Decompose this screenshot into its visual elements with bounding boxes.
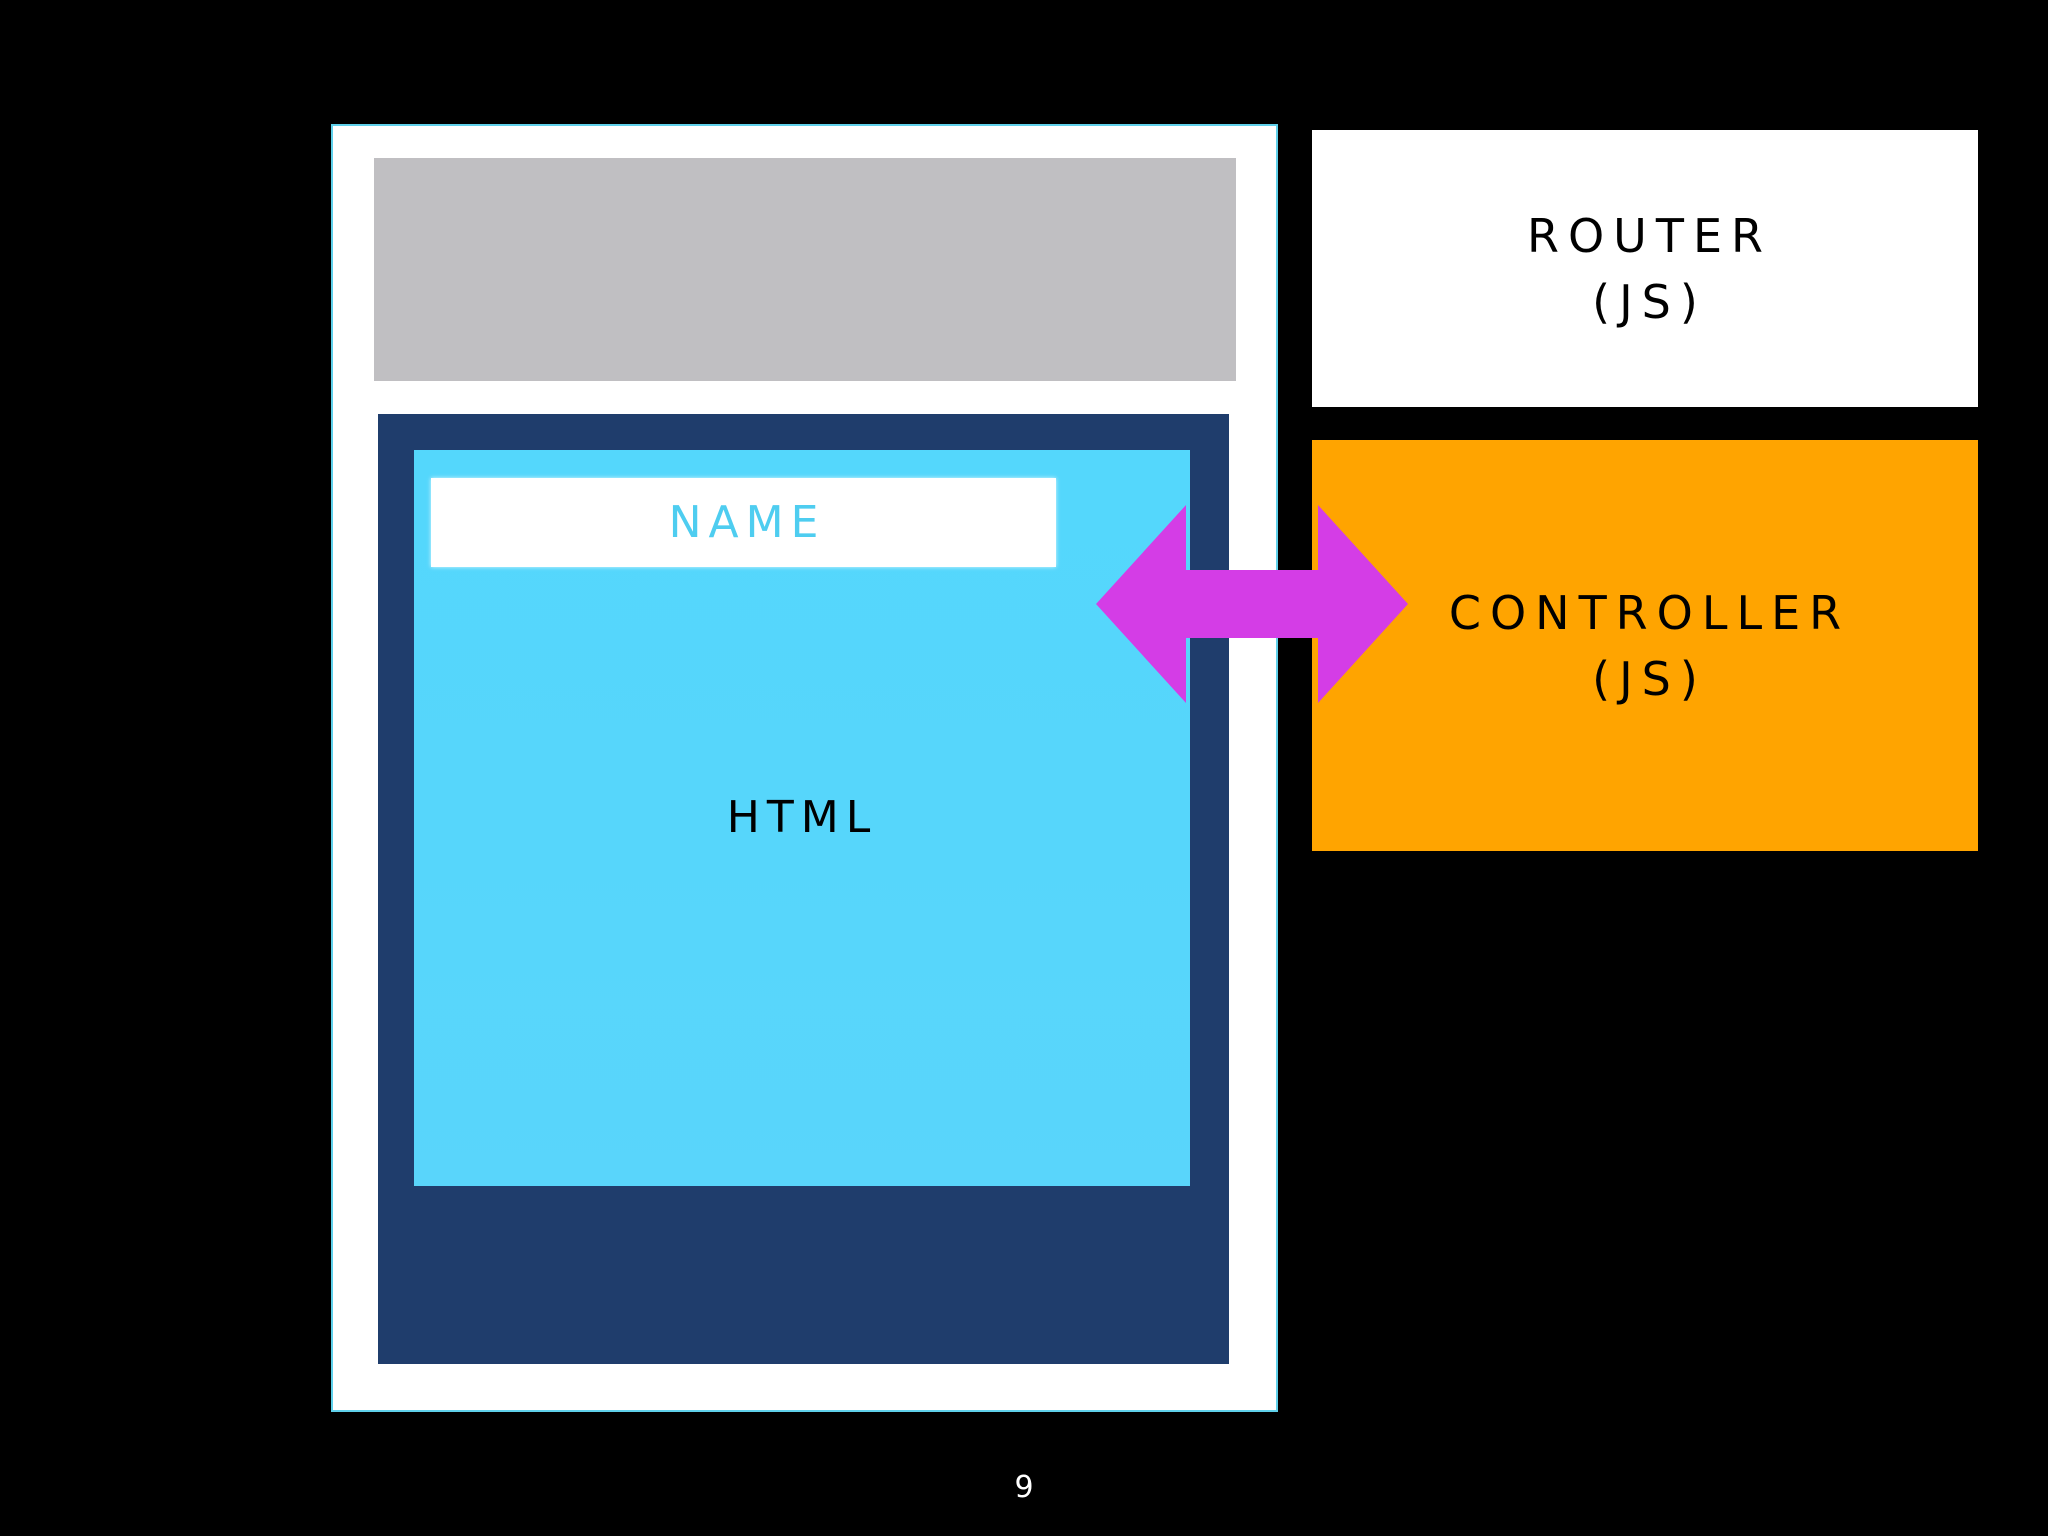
double-arrow-shape (1096, 505, 1408, 703)
controller-title: CONTROLLER (1448, 585, 1851, 640)
page-number: 9 (1014, 1470, 1034, 1505)
html-template-area (414, 450, 1190, 1186)
browser-header-bar (374, 158, 1236, 381)
router-title: ROUTER (1527, 208, 1772, 263)
name-input-field: NAME (431, 478, 1056, 567)
router-box: ROUTER (JS) (1312, 130, 1978, 407)
html-label: HTML (726, 792, 878, 843)
double-arrow-icon (1096, 505, 1408, 703)
controller-box: CONTROLLER (JS) (1312, 440, 1978, 851)
name-input-label: NAME (668, 497, 826, 548)
router-subtitle: (JS) (1592, 274, 1707, 329)
controller-subtitle: (JS) (1592, 651, 1707, 706)
